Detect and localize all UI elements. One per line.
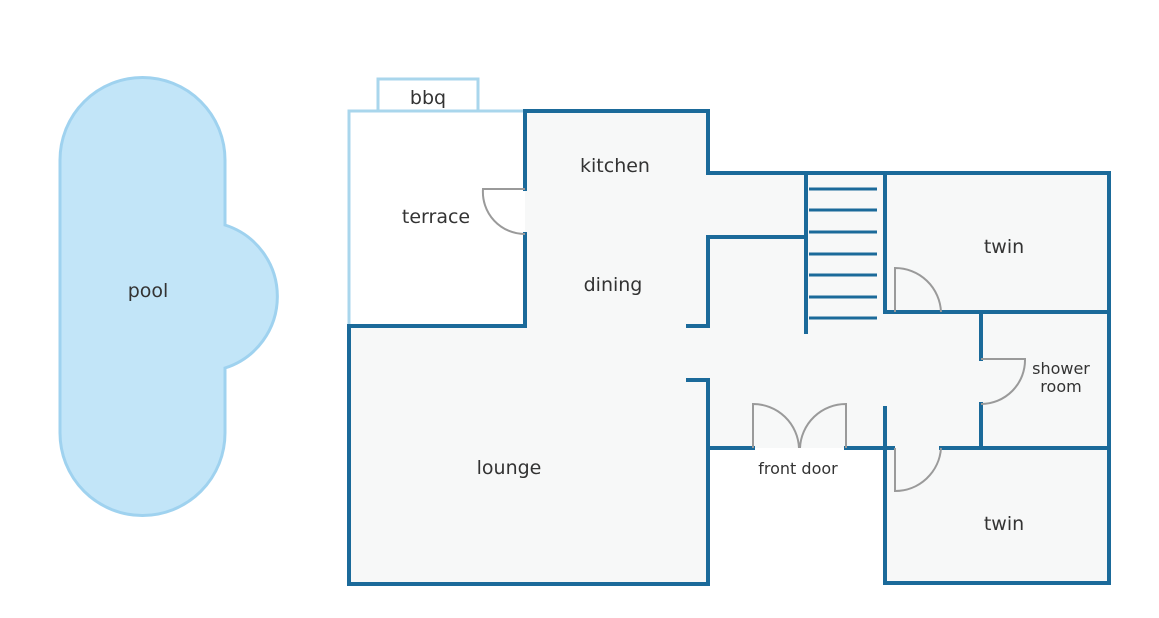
shower-label-line1: shower xyxy=(1032,359,1090,378)
terrace-outline xyxy=(347,109,525,326)
twin-top-label: twin xyxy=(984,236,1024,258)
doors xyxy=(481,188,1027,493)
terrace-door xyxy=(481,188,526,236)
pool-label: pool xyxy=(128,280,169,302)
bbq-label: bbq xyxy=(410,87,446,109)
shower-door xyxy=(980,358,1027,405)
lounge-label: lounge xyxy=(477,457,542,479)
pool-shape xyxy=(58,76,279,517)
shower-label-line2: room xyxy=(1040,377,1081,396)
dining-label: dining xyxy=(584,274,643,296)
floor-areas xyxy=(349,111,1109,584)
twin-top-door xyxy=(894,266,942,313)
kitchen-label: kitchen xyxy=(580,155,650,177)
front-door-label: front door xyxy=(758,459,838,478)
terrace-label: terrace xyxy=(402,206,470,228)
twin-bottom-label: twin xyxy=(984,513,1024,535)
walls xyxy=(347,109,1111,586)
stairs xyxy=(809,187,877,320)
twin-bottom-door xyxy=(894,447,942,493)
front-door-right xyxy=(799,402,847,449)
front-door-left xyxy=(752,402,800,449)
